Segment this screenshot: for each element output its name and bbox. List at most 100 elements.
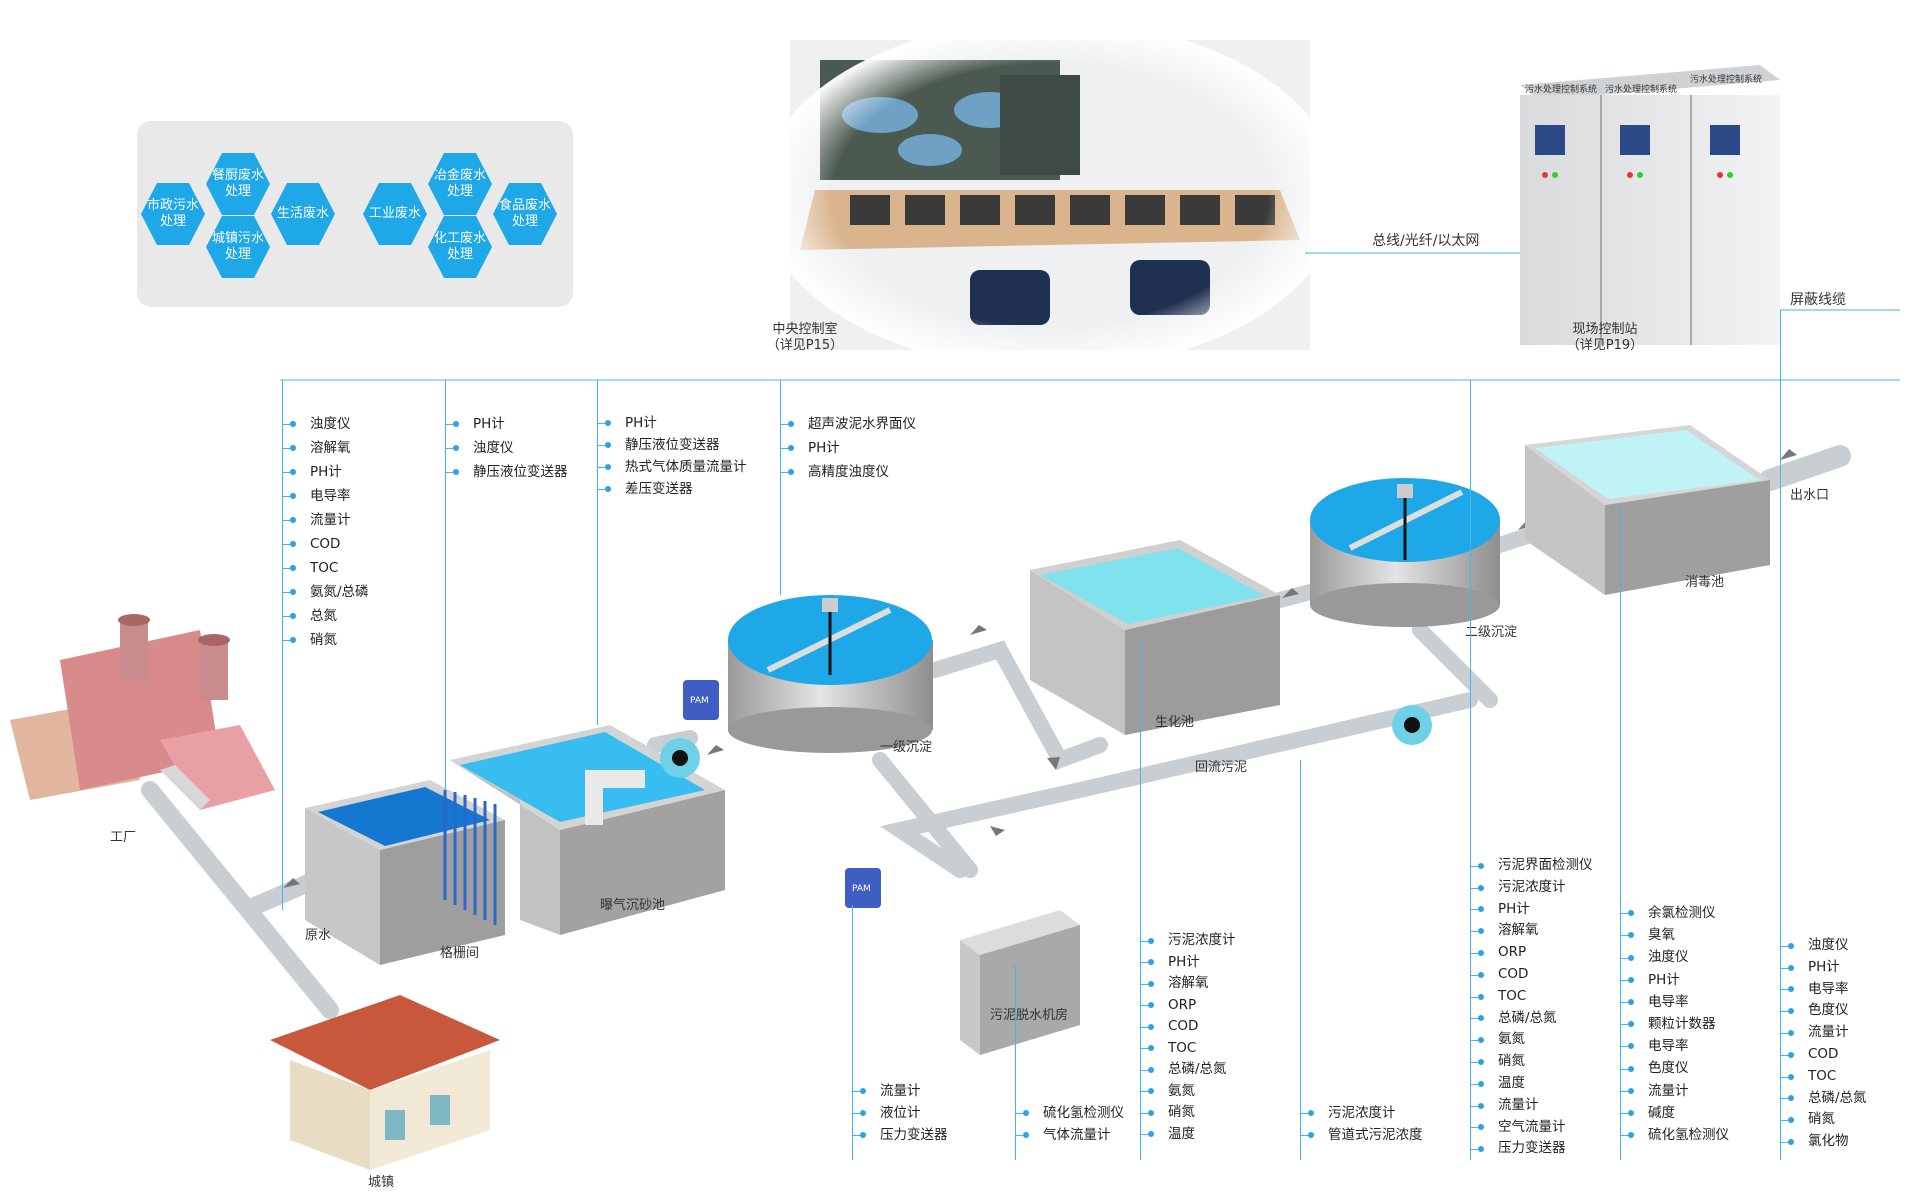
- sludge-dewatering-house: [960, 910, 1080, 1055]
- instrument-item: 浊度仪: [1780, 935, 1867, 957]
- primary-clarifier-label: 一级沉淀: [880, 740, 933, 755]
- grid-tank-label: 格栅间: [440, 946, 480, 961]
- shielded-cable-label: 屏蔽线缆: [1790, 292, 1846, 308]
- instrument-item: 电导率: [1620, 991, 1729, 1013]
- instrument-item: 溶解氧: [282, 436, 369, 460]
- instrument-item: 污泥浓度计: [1470, 877, 1593, 899]
- primary-clarifier: [728, 595, 933, 753]
- secondary-clarifier-label: 二级沉淀: [1465, 625, 1518, 640]
- instrument-item: 硝氮: [282, 628, 369, 652]
- control-room-photo: [760, 20, 1340, 370]
- bus-link-label: 总线/光纤/以太网: [1372, 233, 1480, 249]
- bio-tank-label: 生化池: [1155, 715, 1195, 730]
- instrument-item: COD: [1780, 1044, 1867, 1066]
- instrument-item: 流量计: [852, 1080, 948, 1102]
- town-label: 城镇: [368, 1175, 395, 1190]
- disinfection-tank-label: 消毒池: [1685, 575, 1725, 590]
- control-room-caption: 中央控制室（详见P15）: [766, 322, 844, 353]
- pump-2: [1392, 705, 1432, 745]
- instrument-item: 流量计: [1780, 1022, 1867, 1044]
- instrument-item: 污泥浓度计: [1140, 930, 1236, 952]
- instrument-item: 浊度仪: [1620, 946, 1729, 968]
- instrument-item: 空气流量计: [1470, 1117, 1593, 1139]
- instrument-item: 硝氮: [1140, 1102, 1236, 1124]
- instrument-item: 色度仪: [1620, 1057, 1729, 1079]
- instrument-item: 气体流量计: [1015, 1124, 1124, 1146]
- flow-arrow: [1780, 449, 1797, 460]
- instrument-item: 污泥界面检测仪: [1470, 855, 1593, 877]
- pipe-primary-sludge: [872, 752, 978, 878]
- cabinet-title-3: 污水处理控制系统: [1690, 75, 1763, 85]
- instrument-item: 超声波泥水界面仪: [780, 412, 916, 436]
- primary-instrument-bus: [780, 380, 781, 595]
- disinfection-instrument-bus: [1620, 505, 1621, 1160]
- instrument-item: 余氯检测仪: [1620, 902, 1729, 924]
- instrument-item: 总磷/总氮: [1470, 1008, 1593, 1030]
- instrument-item: 溶解氧: [1470, 920, 1593, 942]
- sludge-instrument-list: 流量计液位计 压力变送器: [852, 1080, 948, 1146]
- flow-arrow: [283, 878, 300, 888]
- instrument-item: 浊度仪: [445, 436, 568, 460]
- instrument-item: 温度: [1470, 1073, 1593, 1095]
- instrument-item: 液位计: [852, 1102, 948, 1124]
- pipe-primary-bio: [927, 640, 1108, 770]
- grit-instrument-list: PH计静压液位变送器 热式气体质量流量计差压变送器: [597, 412, 747, 500]
- instrument-item: 氨氮: [1140, 1081, 1236, 1103]
- instrument-item: COD: [1140, 1016, 1236, 1038]
- instrument-item: 差压变送器: [597, 478, 747, 500]
- instrument-item: 硫化氢检测仪: [1620, 1124, 1729, 1146]
- flow-arrow: [1282, 588, 1299, 598]
- instrument-item: 热式气体质量流量计: [597, 456, 747, 478]
- instrument-item: 氨氮: [1470, 1029, 1593, 1051]
- instrument-item: COD: [282, 532, 369, 556]
- secondary-clarifier: [1310, 478, 1500, 627]
- instrument-item: PH计: [445, 412, 568, 436]
- instrument-item: 硝氮: [1470, 1051, 1593, 1073]
- instrument-item: PH计: [597, 412, 747, 434]
- instrument-item: TOC: [1140, 1038, 1236, 1060]
- instrument-item: 压力变送器: [1470, 1138, 1593, 1160]
- instrument-item: TOC: [282, 556, 369, 580]
- instrument-item: 管道式污泥浓度: [1300, 1124, 1423, 1146]
- cabinet-title-1: 污水处理控制系统: [1525, 85, 1598, 95]
- pipe-bio-secondary: [1272, 584, 1318, 608]
- flow-arrows: [283, 449, 1797, 888]
- pipe-secondary-loop: [1412, 622, 1498, 708]
- signal-lines: [280, 252, 1900, 381]
- field-station-caption: 现场控制站（详见P19）: [1566, 322, 1644, 353]
- outlet-label: 出水口: [1790, 488, 1830, 503]
- instrument-item: COD: [1470, 964, 1593, 986]
- instrument-item: 温度: [1140, 1124, 1236, 1146]
- instrument-item: PH计: [282, 460, 369, 484]
- instrument-item: 静压液位变送器: [445, 460, 568, 484]
- disinfection-tank: [1525, 425, 1770, 595]
- instrument-item: 总磷/总氮: [1780, 1088, 1867, 1110]
- instrument-item: ORP: [1470, 942, 1593, 964]
- field-cabinets: [1520, 65, 1780, 345]
- flow-arrow: [1047, 757, 1060, 770]
- instrument-item: 流量计: [1620, 1080, 1729, 1102]
- outlet-instrument-bus: [1780, 310, 1781, 1160]
- grid-instrument-list: PH计浊度仪 静压液位变送器: [445, 412, 568, 484]
- instrument-item: 电导率: [1780, 979, 1867, 1001]
- instrument-item: 氨氮/总磷: [282, 580, 369, 604]
- instrument-item: 碱度: [1620, 1102, 1729, 1124]
- instrument-item: 硝氮: [1780, 1109, 1867, 1131]
- return-sludge-label: 回流污泥: [1195, 760, 1248, 775]
- bio-instrument-bus: [1140, 640, 1141, 1160]
- instrument-item: PH计: [1780, 957, 1867, 979]
- raw-instrument-bus: [282, 380, 283, 910]
- instrument-item: 色度仪: [1780, 1000, 1867, 1022]
- sludge-house-instrument-list: 硫化氢检测仪气体流量计: [1015, 1102, 1124, 1146]
- instrument-item: 静压液位变送器: [597, 434, 747, 456]
- instrument-item: TOC: [1470, 986, 1593, 1008]
- pipe-factory-town: [141, 781, 339, 1019]
- raw-water-label: 原水: [305, 928, 332, 943]
- instrument-item: 总磷/总氮: [1140, 1059, 1236, 1081]
- pipe-return: [879, 692, 1478, 878]
- pipe-network: [141, 445, 1851, 1019]
- pam-label-2: PAM: [852, 884, 871, 894]
